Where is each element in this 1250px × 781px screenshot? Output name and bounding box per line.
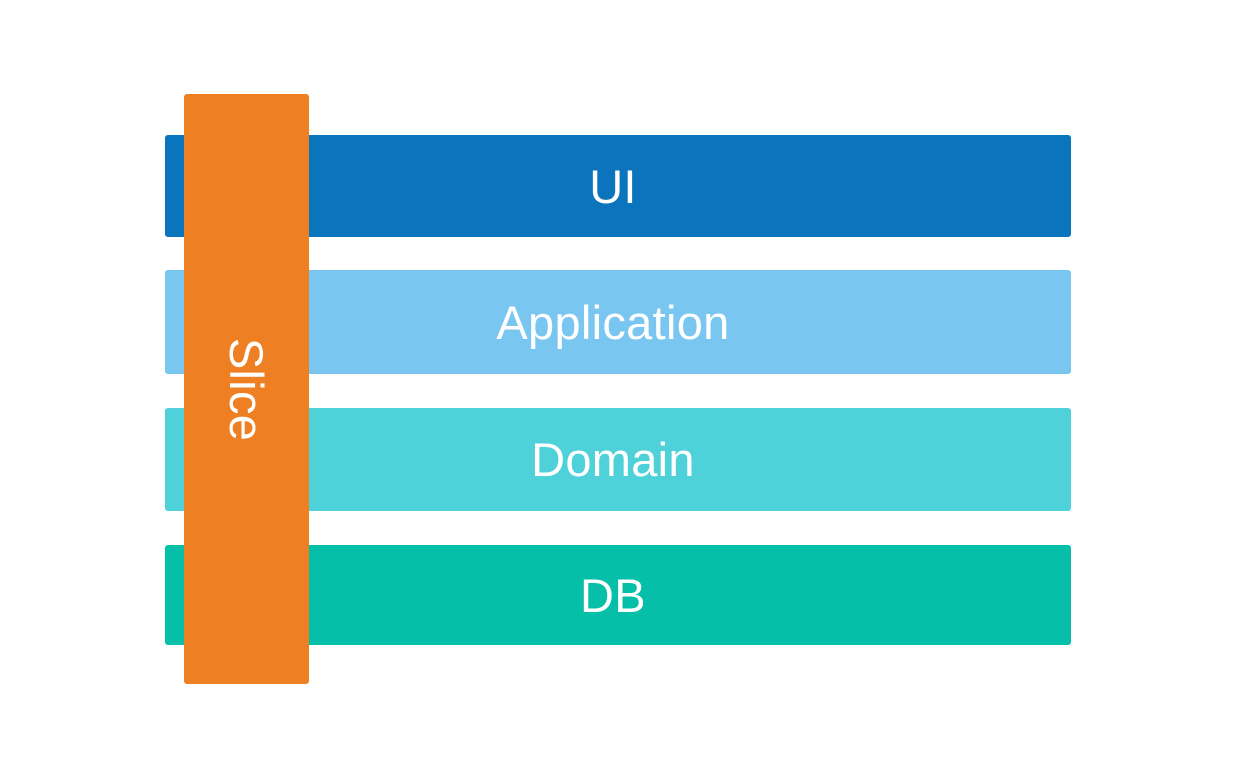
layer-bar-domain: Domain: [165, 408, 1071, 511]
layer-bar-db: DB: [165, 545, 1071, 645]
vertical-slice-label: Slice: [220, 337, 273, 441]
vertical-slice-bar: Slice: [184, 94, 309, 684]
layer-label-db: DB: [580, 568, 646, 622]
layer-bar-application: Application: [165, 270, 1071, 374]
layer-label-application: Application: [496, 295, 730, 349]
layer-bar-ui: UI: [165, 135, 1071, 237]
layer-label-domain: Domain: [531, 433, 695, 486]
layer-label-ui: UI: [589, 159, 637, 213]
